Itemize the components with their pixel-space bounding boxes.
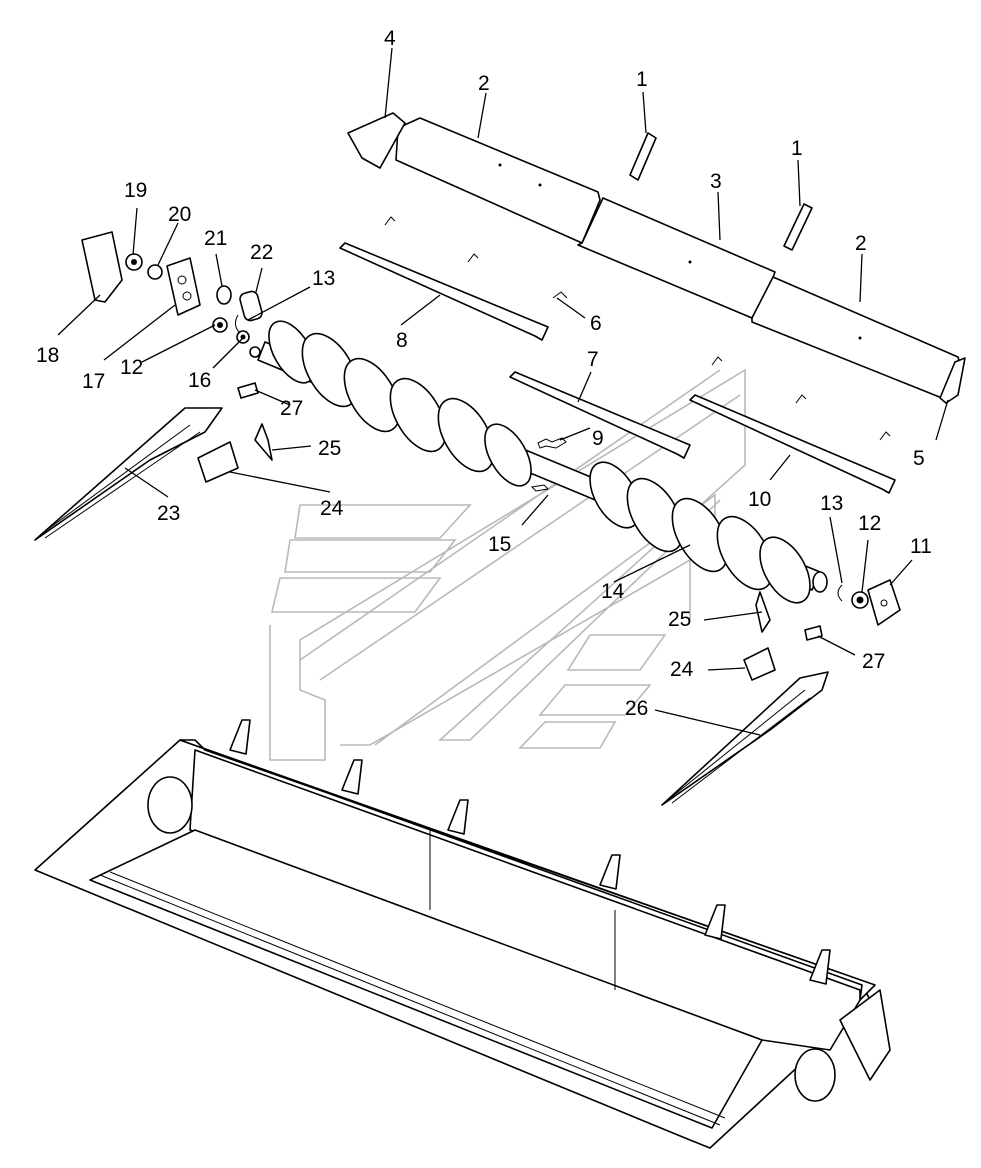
part-11-plate — [867, 579, 901, 626]
part-24-shield-right — [743, 647, 776, 681]
part-9-clip — [537, 437, 567, 449]
callout-6: 6 — [590, 312, 602, 335]
part-20-ring — [147, 264, 163, 280]
part-13-snap-left — [234, 314, 241, 334]
part-15-clip — [530, 484, 550, 492]
callout-21: 21 — [204, 227, 227, 250]
callout-12-right: 12 — [858, 512, 881, 535]
callout-18: 18 — [36, 344, 59, 367]
callout-23: 23 — [157, 502, 180, 525]
leader-lines — [57, 47, 949, 736]
rear-panel-left — [395, 117, 601, 244]
rear-panel-right — [751, 276, 961, 399]
part-18-bracket — [81, 231, 123, 303]
callout-1-right: 1 — [791, 137, 803, 160]
callout-11: 11 — [910, 535, 932, 558]
callout-9: 9 — [592, 427, 604, 450]
part-27-clip-left — [237, 382, 259, 399]
header-teeth — [229, 719, 831, 985]
angle-strip-7 — [509, 371, 691, 459]
part-19-washer — [125, 253, 143, 271]
callout-27-left: 27 — [280, 397, 303, 420]
callout-2-right: 2 — [855, 232, 867, 255]
callout-5: 5 — [913, 447, 925, 470]
header-frame — [34, 719, 891, 1149]
small-clips — [384, 216, 891, 441]
angle-strip-10 — [689, 394, 896, 494]
panel-end-right — [939, 357, 966, 404]
part-27-clip-right — [804, 625, 823, 641]
part-26-divider-right — [661, 671, 829, 806]
part-16-collar — [236, 330, 250, 344]
callout-19: 19 — [124, 179, 147, 202]
callout-3: 3 — [710, 170, 722, 193]
callout-15: 15 — [488, 533, 511, 556]
part-25-stripper-left — [254, 423, 273, 461]
callout-25-left: 25 — [318, 437, 341, 460]
rear-panel-center — [577, 197, 776, 319]
part-17-plate — [166, 257, 201, 316]
callout-24-right: 24 — [670, 658, 694, 681]
part-13-snap-right — [837, 584, 843, 602]
callout-22: 22 — [250, 241, 273, 264]
callout-25-right: 25 — [668, 608, 691, 631]
callout-16: 16 — [188, 369, 211, 392]
callout-27-right: 27 — [862, 650, 885, 673]
callout-26: 26 — [625, 697, 648, 720]
part-23-divider-left — [34, 407, 223, 541]
callout-1-left: 1 — [636, 68, 648, 91]
callout-labels: 4 2 1 1 3 2 6 7 8 9 5 10 15 14 25 24 27 … — [36, 27, 932, 720]
callout-14: 14 — [601, 580, 625, 603]
part-12-bearing-right — [851, 591, 869, 609]
callout-17: 17 — [82, 370, 105, 393]
auger — [249, 320, 828, 604]
callout-8: 8 — [396, 329, 408, 352]
callout-7: 7 — [587, 348, 599, 371]
part-22-sleeve — [239, 290, 263, 322]
angle-strip-8 — [339, 242, 549, 341]
watermark-logo — [269, 368, 746, 761]
callout-24-left: 24 — [320, 497, 344, 520]
callout-10: 10 — [748, 488, 771, 511]
panel-clip-2 — [783, 203, 813, 251]
part-12-bearing-left — [212, 317, 228, 333]
part-24-shield-left — [197, 441, 239, 483]
panel-clip-1 — [629, 132, 657, 181]
part-21-ring — [216, 285, 232, 305]
callout-20: 20 — [168, 203, 191, 226]
callout-2-left: 2 — [478, 72, 490, 95]
callout-13-right: 13 — [820, 492, 843, 515]
callout-12-left: 12 — [120, 356, 143, 379]
part-25-stripper-right — [755, 591, 771, 633]
callout-13-left: 13 — [312, 267, 335, 290]
auger-flights — [268, 320, 811, 604]
callout-4: 4 — [384, 27, 396, 50]
